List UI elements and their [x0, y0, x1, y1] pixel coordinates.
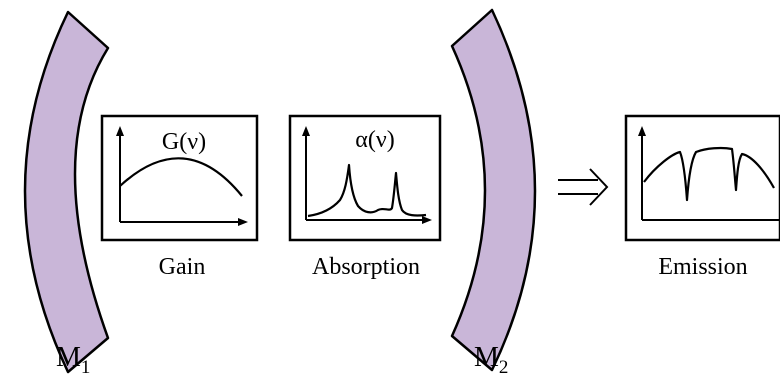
- gain-panel: G(ν) Gain: [100, 114, 259, 280]
- absorption-x-arrowhead: [422, 216, 432, 224]
- absorption-caption: Absorption: [312, 254, 420, 280]
- absorption-y-arrowhead: [302, 126, 310, 136]
- gain-caption: Gain: [159, 254, 206, 280]
- gain-x-arrowhead: [238, 218, 248, 226]
- emission-caption: Emission: [658, 254, 747, 280]
- gain-curve: [119, 157, 243, 197]
- emission-curve: [643, 146, 775, 202]
- gain-curve-label: G(ν): [162, 129, 206, 155]
- emission-panel-frame: [624, 114, 780, 242]
- emission-panel: Emission: [624, 114, 780, 280]
- mirror-right-label: M2: [474, 342, 508, 377]
- absorption-panel: α(ν) Absorption: [288, 114, 442, 280]
- mirror-left: [23, 10, 110, 374]
- absorption-curve-label: α(ν): [355, 127, 394, 153]
- mirror-left-label: M1: [56, 342, 90, 377]
- gain-y-arrowhead: [116, 126, 124, 136]
- implies-arrow: [558, 168, 609, 206]
- mirror-right: [450, 8, 537, 372]
- absorption-curve: [307, 163, 427, 218]
- emission-y-arrowhead: [638, 126, 646, 136]
